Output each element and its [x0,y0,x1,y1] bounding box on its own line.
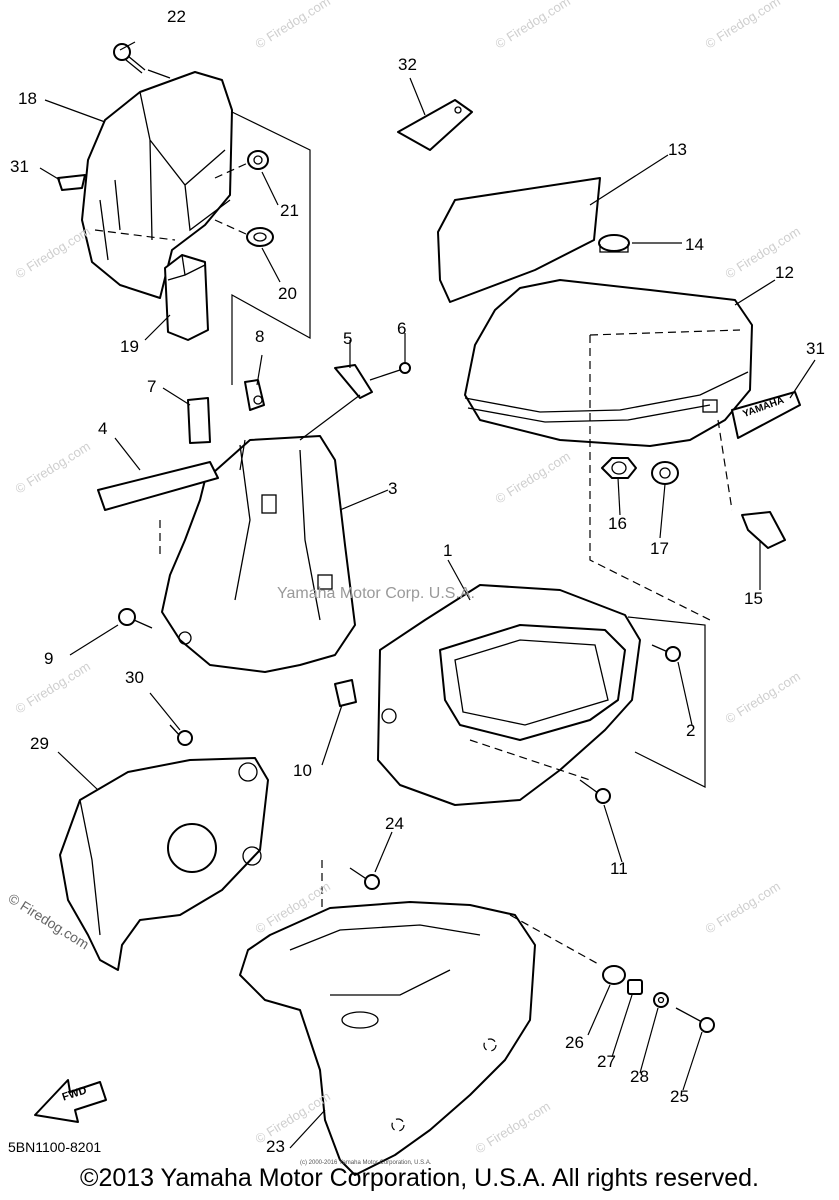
callout-29: 29 [30,734,49,753]
document-code: 5BN1100-8201 [8,1139,102,1155]
part-31-emblem-left [57,174,86,191]
part-29-cover [59,757,269,971]
callout-30: 30 [125,668,144,687]
fwd-arrow-icon [34,1079,107,1123]
part-13-pad [437,177,601,303]
callout-5: 5 [343,329,353,348]
part-27-collar [627,979,643,995]
callout-4: 4 [98,419,108,438]
callout-15: 15 [744,589,763,608]
part-5-bracket [334,364,373,399]
part-19-pad [164,254,209,341]
part-17-grommet [651,461,679,485]
callout-16: 16 [608,514,627,533]
callout-22: 22 [167,7,186,26]
callout-3: 3 [388,479,398,498]
leader-lines [39,41,816,1149]
callout-25: 25 [670,1087,689,1106]
callout-31-right: 31 [806,339,825,358]
callout-19: 19 [120,337,139,356]
callout-1: 1 [443,541,453,560]
part-15-lock [717,419,786,549]
part-16-nut [601,457,637,479]
part-8-clip [244,379,265,411]
callout-23: 23 [266,1137,285,1156]
part-28-washer [653,992,669,1008]
part-26-grommet [602,965,626,985]
callout-32: 32 [398,55,417,74]
callout-12: 12 [775,263,794,282]
part-30-bolt [169,724,193,746]
part-9-bolt [118,608,153,629]
callout-13: 13 [668,140,687,159]
callout-9: 9 [44,649,54,668]
callout-2: 2 [686,721,696,740]
part-21-grommet [214,150,269,179]
part-7-pad [187,397,211,444]
callout-7: 7 [147,377,157,396]
part-6-screw [369,362,411,381]
part-22-bolt [113,43,171,79]
callout-20: 20 [278,284,297,303]
part-4-pad [97,461,219,511]
part-3-bracket [159,435,356,673]
part-12-side-cover [464,279,753,621]
part-14-grommet [598,234,630,253]
callout-17: 17 [650,539,669,558]
callout-8: 8 [255,327,265,346]
part-23-crankcase-cover [239,901,601,1176]
callout-14: 14 [685,235,704,254]
copyright-small: (c) 2000-2016 Yamaha Motor Corporation, … [300,1160,432,1166]
callout-21: 21 [280,201,299,220]
callout-24: 24 [385,814,404,833]
callout-11: 11 [610,859,628,878]
part-31-emblem-right [731,391,801,439]
callout-18: 18 [18,89,37,108]
part-2-bolt [651,644,681,662]
copyright-notice: ©2013 Yamaha Motor Corporation, U.S.A. A… [80,1164,759,1192]
part-25-bolt [675,1007,715,1033]
part-32-piece [397,99,473,151]
callout-27: 27 [597,1052,616,1071]
callout-10: 10 [293,761,312,780]
part-11-bolt [579,779,611,804]
center-watermark: Yamaha Motor Corp. U.S.A. [277,585,475,602]
part-18-side-cover [81,71,233,299]
part-20-grommet [214,219,274,247]
part-1-air-cleaner [377,584,706,806]
callout-26: 26 [565,1033,584,1052]
callout-6: 6 [397,319,407,338]
part-10-clip [334,679,357,707]
callout-31-left: 31 [10,157,29,176]
callout-28: 28 [630,1067,649,1086]
